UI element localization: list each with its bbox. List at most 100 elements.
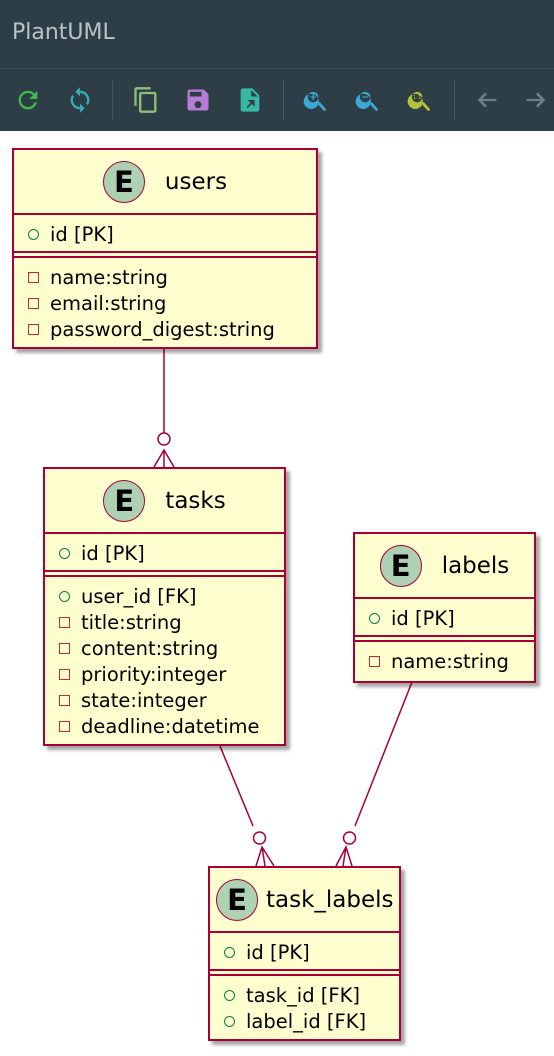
- entity-badge: E: [102, 160, 145, 203]
- actual-size-icon: 1:1: [407, 91, 431, 112]
- attribute-text: name:string: [50, 265, 168, 289]
- entity-name: tasks: [165, 487, 226, 514]
- entity-badge: E: [379, 544, 422, 587]
- refresh-icon: [18, 90, 38, 110]
- attribute-text: email:string: [50, 291, 167, 315]
- entity-name: users: [164, 168, 228, 195]
- public-marker-icon: [59, 547, 70, 559]
- public-marker-icon: [224, 989, 235, 1001]
- public-marker-icon: [59, 590, 70, 602]
- attribute-text: id [PK]: [246, 940, 310, 964]
- er-diagram: E users id [PK] name:string email:string…: [0, 131, 554, 1056]
- key-section: id [PK]: [45, 534, 284, 570]
- attribute-row: state:integer: [59, 687, 284, 713]
- toolbar-panel: PlantUML 1:1: [0, 0, 554, 131]
- public-marker-icon: [224, 1015, 235, 1027]
- attribute-row: content:string: [59, 635, 284, 661]
- window-title: PlantUML: [12, 20, 115, 45]
- public-marker-icon: [369, 612, 380, 624]
- attribute-text: task_id [FK]: [246, 983, 361, 1007]
- public-marker-icon: [224, 946, 235, 958]
- private-marker-icon: [59, 694, 70, 706]
- zoom-in-button[interactable]: [300, 84, 332, 116]
- forward-icon: [526, 92, 546, 108]
- entity-badge: E: [216, 878, 258, 921]
- attribute-row: id [PK]: [59, 540, 284, 566]
- copy-button[interactable]: [130, 84, 162, 116]
- forward-button[interactable]: [520, 84, 552, 116]
- zoom-out-button[interactable]: [352, 84, 384, 116]
- attribute-text: title:string: [81, 610, 182, 634]
- save-icon: [187, 89, 209, 111]
- attribute-text: state:integer: [81, 688, 207, 712]
- attribute-section: task_id [FK] label_id [FK]: [210, 976, 399, 1038]
- attribute-row: priority:integer: [59, 661, 284, 687]
- actual-size-button[interactable]: 1:1: [404, 84, 436, 116]
- attribute-text: id [PK]: [50, 222, 114, 246]
- zoom-out-icon: [355, 91, 379, 112]
- entity-labels: E labels id [PK] name:string: [353, 532, 536, 683]
- private-marker-icon: [59, 642, 70, 654]
- attribute-row: title:string: [59, 609, 284, 635]
- attribute-text: user_id [FK]: [81, 584, 197, 608]
- back-icon: [477, 92, 497, 108]
- entity-users: E users id [PK] name:string email:string…: [12, 148, 318, 349]
- attribute-text: id [PK]: [81, 541, 145, 565]
- private-marker-icon: [59, 720, 70, 732]
- attribute-text: label_id [FK]: [246, 1009, 367, 1033]
- attribute-row: label_id [FK]: [224, 1008, 399, 1034]
- attribute-row: deadline:datetime: [59, 713, 284, 739]
- attribute-row: task_id [FK]: [224, 982, 399, 1008]
- private-marker-icon: [28, 297, 39, 309]
- title-divider: [0, 68, 554, 69]
- attribute-row: id [PK]: [369, 605, 534, 631]
- attribute-row: email:string: [28, 290, 316, 316]
- attribute-section: name:string: [355, 642, 534, 678]
- actual-size-label: 1:1: [413, 95, 422, 101]
- key-section: id [PK]: [355, 599, 534, 635]
- attribute-row: name:string: [369, 648, 534, 674]
- attribute-text: priority:integer: [81, 662, 227, 686]
- back-button[interactable]: [471, 84, 503, 116]
- relationship-lines: [153, 348, 413, 867]
- refresh-button[interactable]: [12, 84, 44, 116]
- attribute-text: name:string: [391, 649, 509, 673]
- attribute-row: user_id [FK]: [59, 583, 284, 609]
- entity-name: task_labels: [266, 886, 394, 913]
- private-marker-icon: [28, 271, 39, 283]
- key-section: id [PK]: [210, 933, 399, 969]
- private-marker-icon: [59, 616, 70, 628]
- attribute-row: password_digest:string: [28, 316, 316, 342]
- export-icon: [240, 88, 260, 112]
- attribute-text: content:string: [81, 636, 219, 660]
- relation-labels-task_labels: [335, 681, 413, 867]
- toolbar-separator: [112, 80, 113, 120]
- relation-users-tasks: [153, 348, 175, 468]
- attribute-row: name:string: [28, 264, 316, 290]
- attribute-row: id [PK]: [28, 221, 316, 247]
- export-button[interactable]: [234, 84, 266, 116]
- attribute-row: id [PK]: [224, 939, 399, 965]
- private-marker-icon: [28, 323, 39, 335]
- entity-task_labels: E task_labels id [PK] task_id [FK] label…: [208, 866, 401, 1041]
- sync-button[interactable]: [64, 84, 96, 116]
- attribute-text: deadline:datetime: [81, 714, 260, 738]
- entity-name: labels: [441, 552, 510, 579]
- attribute-text: password_digest:string: [50, 317, 275, 341]
- toolbar-separator: [283, 80, 284, 120]
- key-section: id [PK]: [14, 215, 316, 251]
- save-button[interactable]: [182, 84, 214, 116]
- relation-tasks-task_labels: [219, 745, 275, 867]
- attribute-text: id [PK]: [391, 606, 455, 630]
- private-marker-icon: [59, 668, 70, 680]
- entity-badge: E: [103, 479, 146, 522]
- toolbar-separator: [454, 80, 455, 120]
- private-marker-icon: [369, 655, 380, 667]
- attribute-section: user_id [FK] title:string content:string…: [45, 577, 284, 743]
- entity-tasks: E tasks id [PK] user_id [FK] title:strin…: [43, 467, 286, 746]
- zoom-in-icon: [303, 91, 327, 112]
- public-marker-icon: [28, 228, 39, 240]
- attribute-section: name:string email:string password_digest…: [14, 258, 316, 346]
- copy-icon: [134, 87, 157, 113]
- sync-icon: [70, 87, 90, 113]
